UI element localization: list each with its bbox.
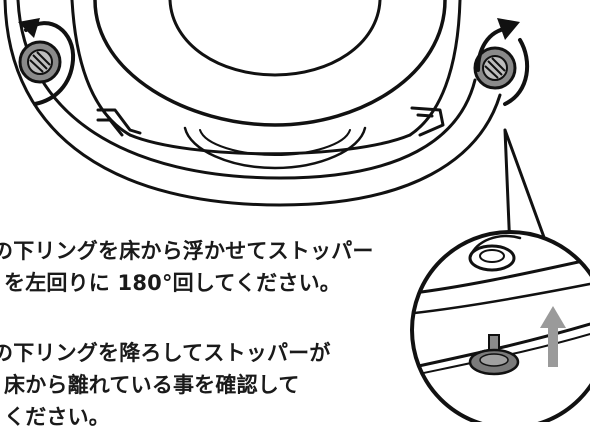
- instruction-2-line-1: の下リングを降ろしてストッパーが: [0, 341, 331, 365]
- base-outer-outline: [3, 0, 502, 207]
- callout-pointer: [503, 128, 547, 252]
- rotate-left-arrow-icon: [18, 18, 76, 106]
- stopper-rotation-illustration: [3, 0, 590, 422]
- housing-left-edge: [70, 0, 132, 137]
- stopper-knob-icon: [18, 40, 62, 84]
- ring-outer: [93, 0, 447, 127]
- instruction-1-line-2: を左回りに 180°回してください。: [4, 271, 341, 295]
- detail-zoom-circle: [410, 230, 590, 422]
- ring-inner: [168, 0, 382, 77]
- instruction-1-line-1: の下リングを床から浮かせてストッパー: [0, 239, 374, 263]
- housing-bottom: [128, 133, 412, 156]
- housing-right-edge: [408, 0, 462, 137]
- right-bracket: [410, 106, 445, 137]
- instruction-2-line-2: 床から離れている事を確認して: [4, 373, 300, 397]
- lift-up-arrow-icon: [540, 306, 566, 367]
- rotate-left-arrow-icon: [476, 18, 530, 106]
- pan: [183, 126, 367, 170]
- stopper-knob-icon: [473, 46, 517, 90]
- left-bracket: [96, 108, 142, 135]
- base-inner-outline: [16, 0, 477, 180]
- instruction-2-line-3: ください。: [4, 405, 110, 429]
